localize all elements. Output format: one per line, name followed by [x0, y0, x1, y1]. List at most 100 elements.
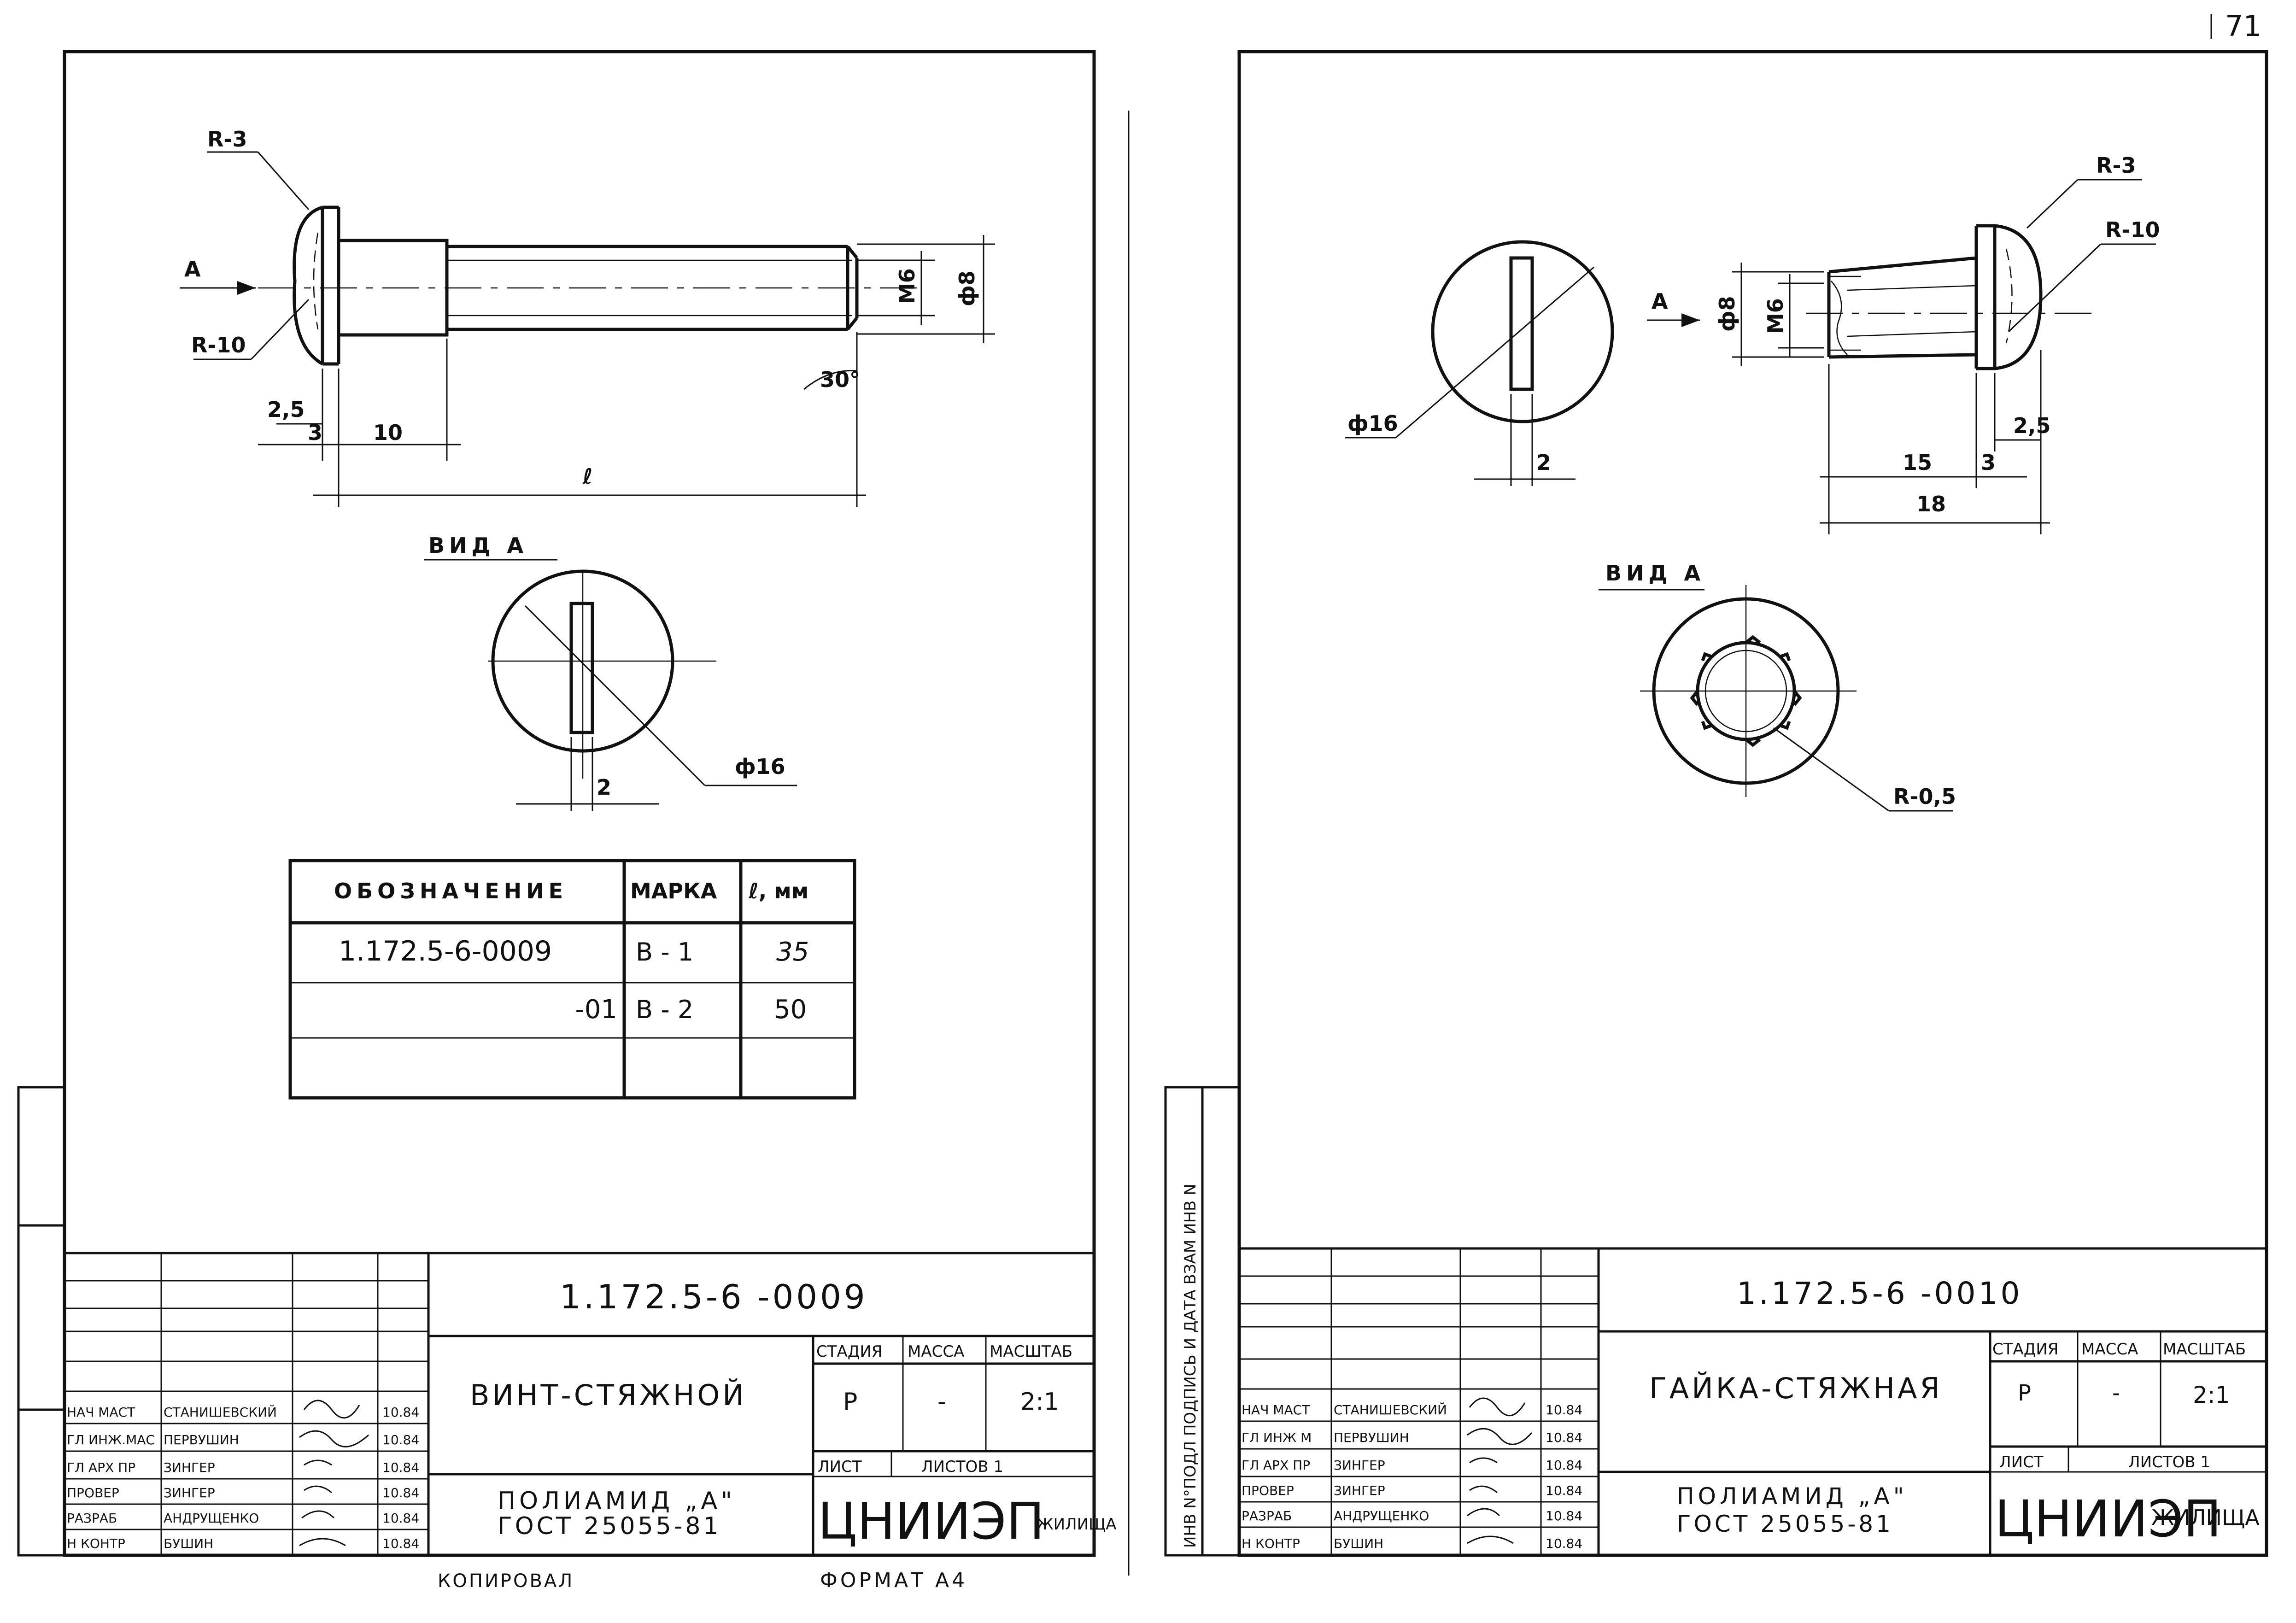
- label-length: ℓ: [582, 464, 593, 489]
- left-stage: Р: [843, 1388, 857, 1416]
- right-role: ПРОВЕР: [1242, 1483, 1294, 1498]
- label-25: 2,5: [2013, 413, 2051, 438]
- right-name: ЗИНГЕР: [1334, 1483, 1385, 1498]
- right-title-block: 1.172.5-6 -0010 ГАЙКА-СТЯЖНАЯ ПОЛИАМИД „…: [1239, 1247, 2267, 1555]
- variants-table: ОБОЗНАЧЕНИЕ МАРКА ℓ, мм 1.172.5-6-0009 В…: [288, 859, 856, 1100]
- nut-view-a: ВИД А R-0,5: [1599, 561, 1956, 812]
- label-r05: R-0,5: [1893, 784, 1956, 809]
- left-sheets-label: ЛИСТОВ 1: [921, 1458, 1003, 1476]
- table-header-mark: МАРКА: [630, 879, 717, 903]
- left-role: Н КОНТР: [67, 1536, 125, 1551]
- label-r3: R-3: [2096, 153, 2136, 178]
- left-scale-label: МАСШТАБ: [990, 1342, 1072, 1361]
- label-18: 18: [1916, 492, 1946, 516]
- right-material-1: ПОЛИАМИД „А": [1677, 1483, 1908, 1510]
- left-org: ЦНИИЭП: [818, 1492, 1044, 1551]
- right-scale: 2:1: [2193, 1382, 2230, 1408]
- right-sheet: ИНВ N°ПОДЛ ПОДПИСЬ И ДАТА ВЗАМ ИНВ N А: [1128, 50, 2268, 1576]
- left-role: ПРОВЕР: [67, 1485, 119, 1500]
- right-stage: Р: [2018, 1380, 2031, 1406]
- right-sheet-label: ЛИСТ: [1999, 1453, 2044, 1471]
- right-title: ГАЙКА-СТЯЖНАЯ: [1649, 1371, 1943, 1405]
- left-date: 10.84: [382, 1511, 419, 1526]
- label-2: 2: [597, 775, 611, 800]
- left-sheet-label: ЛИСТ: [818, 1458, 862, 1476]
- right-date: 10.84: [1546, 1483, 1582, 1498]
- left-date: 10.84: [382, 1405, 419, 1420]
- left-name: ПЕРВУШИН: [164, 1432, 239, 1447]
- bolt-side-view: А R-3 R-10 М6 ф8 30°: [180, 127, 995, 507]
- left-date: 10.84: [382, 1536, 419, 1551]
- right-date: 10.84: [1546, 1458, 1582, 1473]
- label-2: 2: [1536, 450, 1551, 475]
- left-role: ГЛ ИНЖ.МАС: [67, 1432, 155, 1447]
- label-25: 2,5: [267, 397, 305, 422]
- table-cell: 35: [776, 937, 809, 967]
- view-arrow-letter: А: [1652, 289, 1668, 314]
- footer-copied: КОПИРОВАЛ: [438, 1570, 574, 1592]
- left-sheet: А R-3 R-10 М6 ф8 30°: [17, 50, 1117, 1592]
- right-org: ЦНИИЭП: [1995, 1489, 2221, 1548]
- right-designation: 1.172.5-6 -0010: [1737, 1276, 2022, 1311]
- left-date: 10.84: [382, 1460, 419, 1475]
- left-role: РАЗРАБ: [67, 1511, 117, 1526]
- table-header-length: ℓ, мм: [748, 879, 808, 903]
- label-phi8: ф8: [1715, 296, 1740, 332]
- table-cell: В - 1: [636, 937, 693, 967]
- nut-end-view: 2 ф16: [1345, 240, 1614, 486]
- left-stage-label: СТАДИЯ: [816, 1342, 882, 1361]
- label-phi8: ф8: [955, 270, 979, 306]
- right-name: СТАНИШЕВСКИЙ: [1334, 1402, 1447, 1418]
- left-title-block: 1.172.5-6 -0009 ВИНТ-СТЯЖНОЙ ПОЛИАМИД „А…: [64, 1252, 1117, 1592]
- table-cell: 1.172.5-6-0009: [339, 935, 552, 967]
- right-mass: -: [2112, 1380, 2120, 1406]
- right-role: ГЛ ИНЖ М: [1242, 1430, 1312, 1445]
- right-date: 10.84: [1546, 1430, 1582, 1445]
- label-phi16: ф16: [735, 754, 785, 779]
- table-cell: 50: [774, 995, 807, 1025]
- left-name: БУШИН: [164, 1536, 213, 1551]
- label-3: 3: [308, 420, 322, 445]
- label-m6: М6: [895, 268, 920, 304]
- right-date: 10.84: [1546, 1508, 1582, 1523]
- right-mass-label: МАССА: [2081, 1340, 2138, 1359]
- label-15: 15: [1903, 450, 1932, 475]
- label-angle: 30°: [820, 367, 860, 392]
- right-role: ГЛ АРХ ПР: [1242, 1458, 1310, 1473]
- left-role: ГЛ АРХ ПР: [67, 1460, 135, 1475]
- left-name: АНДРУЩЕНКО: [164, 1511, 259, 1526]
- right-sheets-label: ЛИСТОВ 1: [2128, 1453, 2210, 1471]
- bolt-view-a: ВИД А ф16 2: [424, 533, 797, 811]
- label-r3: R-3: [207, 127, 247, 152]
- nut-side-view: А R-3 R-10 ф8 М6 15 3: [1647, 153, 2160, 534]
- left-designation: 1.172.5-6 -0009: [560, 1277, 868, 1316]
- left-mass-label: МАССА: [908, 1342, 964, 1361]
- left-date: 10.84: [382, 1432, 419, 1447]
- left-role: НАЧ МАСТ: [67, 1405, 135, 1420]
- right-stage-label: СТАДИЯ: [1992, 1340, 2058, 1359]
- right-name: ЗИНГЕР: [1334, 1458, 1385, 1473]
- left-name: ЗИНГЕР: [164, 1460, 215, 1475]
- label-r10: R-10: [2105, 217, 2160, 242]
- right-name: ПЕРВУШИН: [1334, 1430, 1409, 1445]
- footer-format: ФОРМАТ А4: [820, 1569, 967, 1592]
- left-material-2: ГОСТ 25055-81: [498, 1512, 721, 1540]
- label-m6: М6: [1763, 298, 1788, 334]
- right-name: АНДРУЩЕНКО: [1334, 1508, 1429, 1523]
- view-arrow-letter: А: [184, 257, 201, 281]
- left-date: 10.84: [382, 1485, 419, 1500]
- table-cell: В - 2: [636, 995, 693, 1024]
- right-org-suffix: ЖИЛИЩА: [2151, 1505, 2260, 1530]
- right-scale-label: МАСШТАБ: [2163, 1340, 2246, 1359]
- right-role: РАЗРАБ: [1242, 1508, 1292, 1523]
- left-scale: 2:1: [1020, 1388, 1059, 1416]
- left-name: СТАНИШЕВСКИЙ: [164, 1404, 277, 1420]
- label-r10: R-10: [191, 333, 246, 357]
- label-phi16: ф16: [1347, 411, 1398, 436]
- left-mass: -: [937, 1388, 946, 1416]
- right-material-2: ГОСТ 25055-81: [1677, 1511, 1893, 1537]
- left-material-1: ПОЛИАМИД „А": [498, 1487, 736, 1515]
- right-role: Н КОНТР: [1242, 1536, 1300, 1551]
- right-date: 10.84: [1546, 1536, 1582, 1551]
